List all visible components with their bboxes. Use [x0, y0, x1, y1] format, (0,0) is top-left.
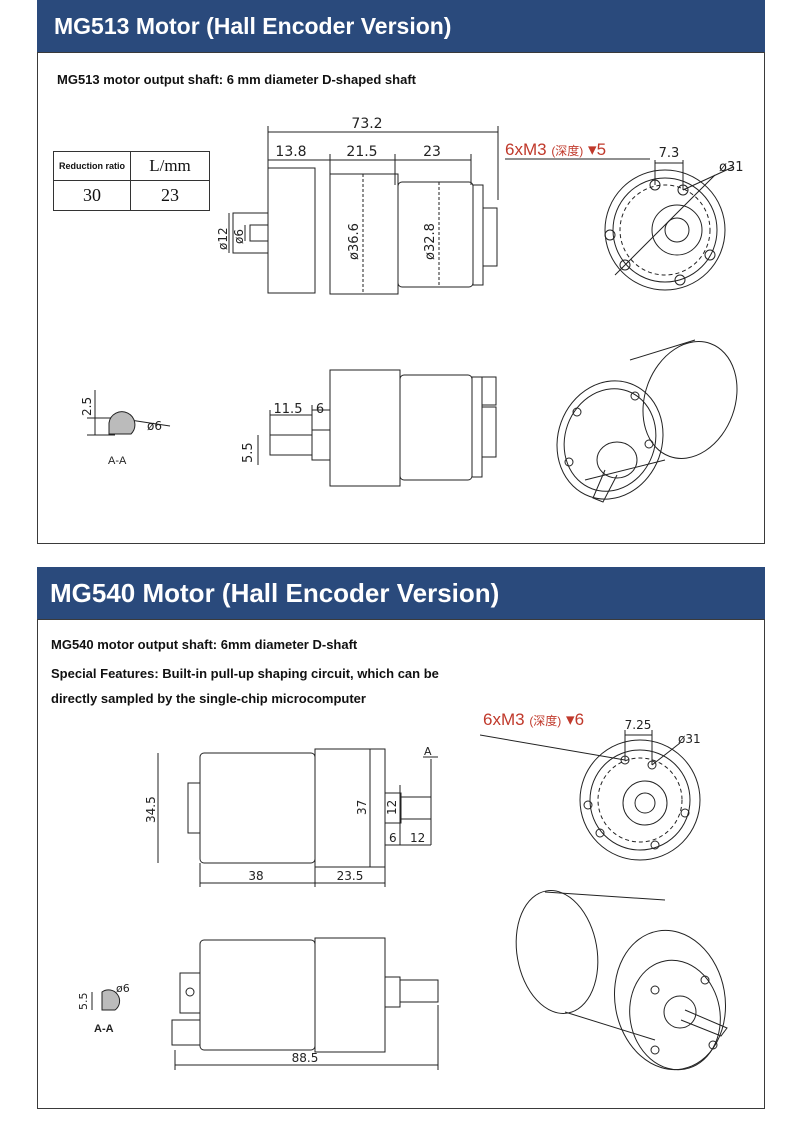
mg540-shaft-diameter: 12: [385, 800, 399, 815]
mg513-flat-length: 11.5: [274, 402, 303, 417]
mg540-body-height: 34.5: [144, 796, 158, 823]
mg513-section-diameter: ø6: [147, 419, 162, 433]
mg540-total-length: 88.5: [292, 1051, 319, 1065]
mg513-boss-diameter: ø12: [216, 227, 230, 250]
mg513-shaft-diameter: ø6: [232, 229, 246, 244]
ratio-table-header-row: Reduction ratio L/mm: [53, 151, 210, 181]
ratio-value-cell: 30: [53, 180, 131, 211]
mg513-mount-spec-depth: ▾5: [588, 140, 606, 159]
mg540-shaft-segment1: 6: [389, 831, 397, 845]
mg513-title-banner: MG513 Motor (Hall Encoder Version): [37, 0, 765, 52]
mg513-d-shaft-section-icon: [108, 411, 136, 435]
mg540-arrow-mark-top: A: [424, 745, 432, 758]
mg540-d-shaft-section-icon: [101, 989, 121, 1011]
mg513-mount-spec-main: 6xM3: [505, 140, 547, 159]
mg540-isometric-view-drawing: [515, 890, 728, 1071]
mg540-title-banner: MG540 Motor (Hall Encoder Version): [37, 567, 765, 619]
mg513-section-depth: 2.5: [80, 397, 94, 416]
mg540-shaft-segment2: 12: [410, 831, 425, 845]
length-value-cell: 23: [130, 180, 210, 211]
mg513-hole-offset: 7.3: [659, 146, 680, 161]
mg540-features-line1: Special Features: Built-in pull-up shapi…: [51, 666, 439, 681]
mg540-front-view-drawing: 6xM3 (深度) ▾6 7.25 ø31: [480, 710, 701, 861]
mg540-mount-spec-main: 6xM3: [483, 710, 525, 729]
mg540-features-line2: directly sampled by the single-chip micr…: [51, 691, 366, 706]
mg513-section-aa-drawing: 2.5 ø6 A-A: [80, 390, 171, 467]
mg513-title: MG513 Motor (Hall Encoder Version): [54, 12, 452, 39]
mg513-gearbox-diameter: ø36.6: [347, 223, 362, 260]
mg540-side-view-drawing: 34.5 37 12 6 12 A 38 23.5: [144, 745, 438, 887]
mg513-shaft-note: MG513 motor output shaft: 6 mm diameter …: [57, 72, 416, 87]
mg540-gearbox-length: 23.5: [337, 869, 364, 883]
mg513-gearbox-length: 21.5: [346, 144, 377, 160]
mg540-top-view-drawing: 88.5: [171, 937, 439, 1070]
mg513-pcd: ø31: [719, 160, 744, 175]
mg540-mount-spec-depth: ▾6: [566, 710, 584, 729]
ratio-header-cell: Reduction ratio: [53, 151, 131, 181]
mg513-front-view-drawing: 6xM3 (深度) ▾5 7.3 ø31: [505, 140, 744, 291]
mg513-isometric-view-drawing: [556, 339, 738, 503]
mg540-body-length: 38: [248, 869, 263, 883]
mg513-shaft-length: 13.8: [275, 144, 306, 160]
mg513-side-view-drawing: 73.2 13.8 21.5 23 ø36.6 ø32.8 ø12 ø6: [216, 116, 499, 295]
mg513-top-view-drawing: 11.5 6 5.5: [241, 369, 497, 487]
mg513-mount-spec: 6xM3 (深度) ▾5: [505, 140, 606, 159]
mg540-section-diameter: ø6: [116, 982, 130, 995]
mg540-gear-diameter: 37: [355, 800, 369, 815]
mg513-flat-segment: 6: [316, 402, 324, 417]
mg540-shaft-note: MG540 motor output shaft: 6mm diameter D…: [51, 637, 358, 652]
mg540-mount-spec-cn: (深度): [529, 713, 561, 728]
mg513-ratio-table: Reduction ratio L/mm 30 23: [53, 151, 210, 211]
mg513-flat-height: 5.5: [241, 442, 256, 463]
mg513-mount-spec-cn: (深度): [551, 143, 583, 158]
mg540-mount-spec: 6xM3 (深度) ▾6: [483, 710, 584, 729]
mg513-body-length: 23: [423, 144, 441, 160]
mg540-pcd: ø31: [678, 732, 701, 746]
mg513-card: [37, 52, 765, 544]
mg540-card: [37, 619, 765, 1109]
ratio-table-row: 30 23: [53, 180, 210, 211]
mg540-title: MG540 Motor (Hall Encoder Version): [50, 577, 500, 608]
length-header-cell: L/mm: [130, 151, 210, 181]
mg540-section-label: A-A: [94, 1023, 114, 1035]
mg540-section-height: 5.5: [77, 993, 90, 1011]
mg513-total-length: 73.2: [351, 116, 382, 132]
mg540-hole-offset: 7.25: [625, 718, 652, 732]
mg513-section-label: A-A: [108, 455, 127, 467]
mg513-body-diameter: ø32.8: [423, 223, 438, 260]
mg540-section-aa-drawing: 5.5 ø6 A-A: [77, 982, 130, 1035]
